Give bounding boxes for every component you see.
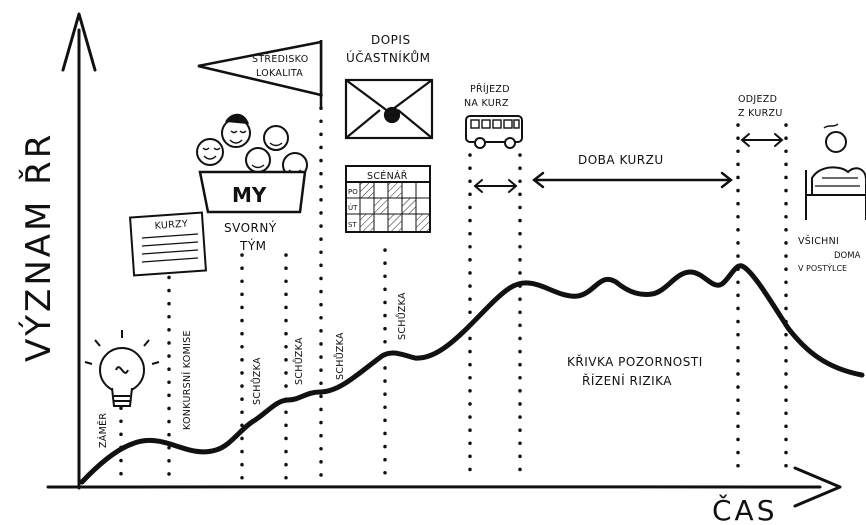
- label-scenar-row-3: ST: [348, 221, 357, 229]
- label-odjezd: ODJEZD: [738, 94, 777, 105]
- label-scenar-row-1: PO: [348, 188, 358, 196]
- x-axis-label: ČAS: [712, 493, 777, 525]
- label-scenar: SCÉNÁŘ: [367, 170, 408, 182]
- label-stredisko: STŘEDISKO: [252, 54, 308, 65]
- label-konkursni-komise: KONKURSNÍ KOMISE: [181, 330, 193, 430]
- label-schuzka-3: SCHŮZKA: [334, 332, 346, 380]
- scenario-grid-icon: [345, 165, 431, 233]
- label-my: MY: [232, 183, 267, 207]
- courses-sheet-icon: [128, 211, 208, 277]
- bus-icon: [465, 115, 523, 149]
- label-schuzka-4: SCHŮZKA: [396, 292, 408, 340]
- x-axis: [46, 466, 842, 508]
- bed-icon: [805, 123, 866, 220]
- envelope-icon: [344, 78, 434, 140]
- curve-caption-line-1: KŘIVKA POZORNOSTI: [567, 354, 703, 369]
- flag-icon: [197, 40, 323, 108]
- team-faces-icon: [196, 113, 308, 178]
- label-na-kurz: NA KURZ: [464, 98, 509, 109]
- event-lines: [119, 93, 788, 480]
- label-tym: TÝM: [239, 238, 267, 253]
- label-svorny: SVORNÝ: [224, 220, 277, 235]
- label-kurzy: KURZY: [154, 219, 188, 232]
- label-schuzka-2: SCHŮZKA: [293, 337, 305, 385]
- label-v-postylce: V POSTÝLCE: [798, 262, 847, 273]
- label-vsichni: VŠICHNI: [798, 235, 839, 247]
- curve-caption-line-2: ŘÍZENÍ RIZIKA: [582, 373, 672, 388]
- lightbulb-icon: [84, 330, 160, 407]
- arrow-odjezd: [740, 133, 784, 147]
- label-schuzka-1: SCHŮZKA: [251, 357, 263, 405]
- label-lokalita: LOKALITA: [256, 68, 303, 79]
- arrow-prijezd: [473, 179, 518, 193]
- team-basket-icon: [198, 170, 307, 214]
- label-dopis: DOPIS: [371, 33, 411, 47]
- label-prijezd: PŘÍJEZD: [470, 83, 510, 95]
- label-scenar-row-2: ÚT: [348, 203, 358, 212]
- label-ucastnikum: ÚČASTNÍKŮM: [346, 50, 431, 65]
- label-doba-kurzu: DOBA KURZU: [578, 153, 664, 167]
- attention-curve: [79, 263, 865, 485]
- arrow-doba-kurzu: [532, 171, 733, 189]
- y-axis-label: VÝZNAM ŘR: [18, 132, 59, 362]
- label-z-kurzu: Z KURZU: [738, 108, 783, 119]
- y-axis: [61, 12, 97, 490]
- label-doma: DOMA: [834, 251, 861, 261]
- label-zamer: ZÁMĚR: [97, 413, 109, 448]
